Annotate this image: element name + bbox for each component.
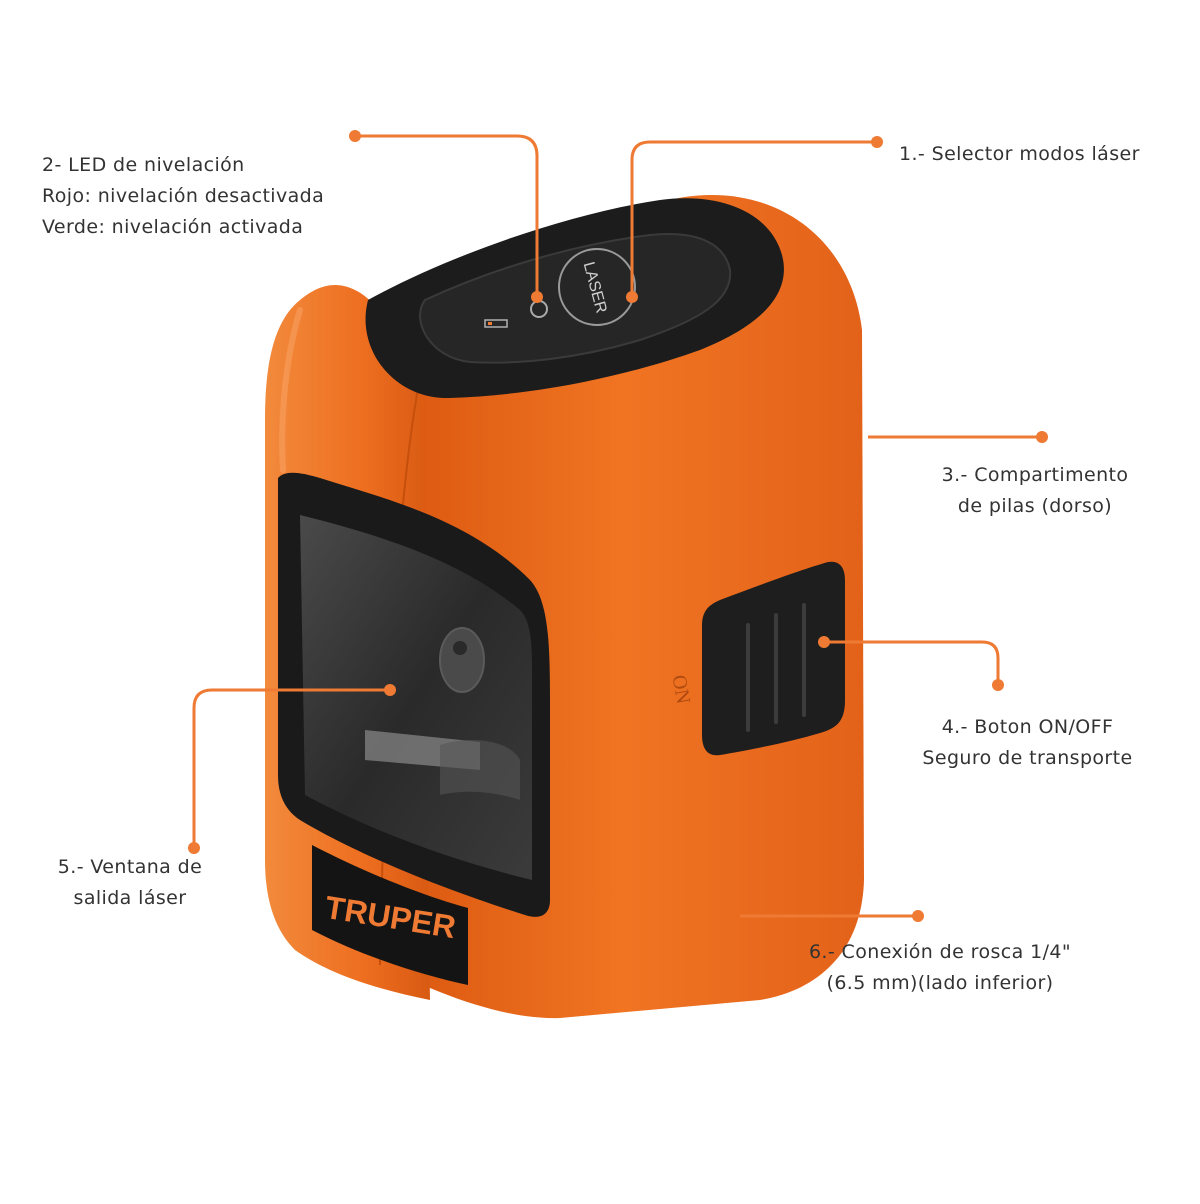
callout-line-5 [192, 688, 390, 848]
callout-4-line-2: Seguro de transporte [922, 747, 1133, 769]
callout-6-line-2: (6.5 mm)(lado inferior) [826, 972, 1054, 994]
laser-lens [439, 627, 485, 693]
callout-3-line-2: de pilas (dorso) [957, 495, 1113, 517]
callout-1-line-1: 1.- Selector modos láser [899, 143, 1140, 165]
callout-2-line-2: Rojo: nivelación desactivada [42, 185, 325, 207]
mode-selector-button [558, 248, 636, 326]
callout-3-line-1: 3.- Compartimento [941, 464, 1129, 486]
brand-plate: TRUPER [312, 845, 468, 985]
callout-label-6: 6.- Conexión de rosca 1/4" (6.5 mm)(lado… [785, 937, 1095, 999]
callout-label-3: 3.- Compartimento de pilas (dorso) [925, 460, 1145, 522]
on-off-button: ON [668, 561, 845, 756]
on-switch-label: ON [668, 673, 695, 705]
callout-dot-1-start [626, 291, 638, 303]
callout-4-line-1: 4.- Boton ON/OFF [941, 716, 1114, 738]
callout-dot-5-end [188, 842, 200, 854]
callout-label-5: 5.- Ventana de salida láser [30, 852, 230, 914]
callout-dot-5-start [384, 684, 396, 696]
callout-line-1 [630, 140, 876, 297]
callout-label-2: 2- LED de nivelación Rojo: nivelación de… [42, 150, 324, 243]
callout-label-1: 1.- Selector modos láser [899, 139, 1140, 170]
laser-warning-mark [484, 319, 508, 328]
callout-label-4: 4.- Boton ON/OFF Seguro de transporte [905, 712, 1150, 774]
callout-dot-2-start [531, 291, 543, 303]
window-mount [440, 740, 520, 800]
callout-dots [188, 130, 1048, 922]
callout-5-line-1: 5.- Ventana de [57, 856, 203, 878]
callout-dot-4-end [992, 679, 1004, 691]
callout-lines [192, 134, 1042, 918]
callout-dot-1-end [871, 136, 883, 148]
callout-dot-2-end [349, 130, 361, 142]
callout-dot-3-end [1036, 431, 1048, 443]
callout-2-line-1: 2- LED de nivelación [42, 154, 245, 176]
body-highlight [279, 307, 303, 473]
callout-6-line-1: 6.- Conexión de rosca 1/4" [808, 941, 1072, 963]
callout-dot-4-start [818, 636, 830, 648]
callout-2-line-3: Verde: nivelación activada [42, 216, 304, 238]
laser-window [278, 472, 550, 917]
top-panel: LASER [365, 198, 784, 399]
callout-dot-6-end [912, 910, 924, 922]
callout-5-line-2: salida láser [73, 887, 187, 909]
callout-line-4 [824, 640, 1000, 683]
callout-line-2 [355, 134, 539, 297]
